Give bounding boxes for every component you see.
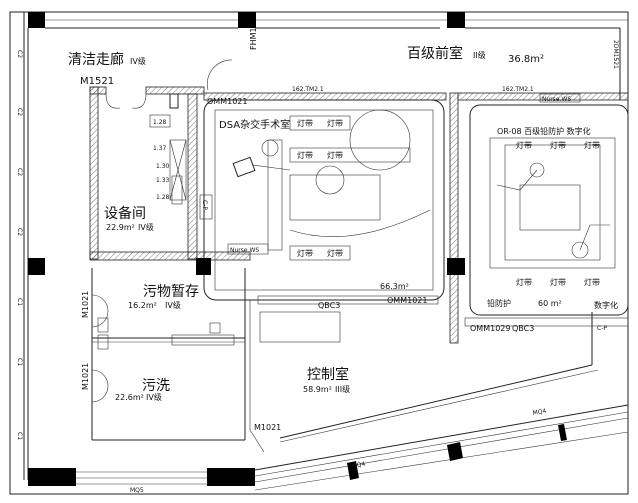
svg-text:灯带: 灯带 bbox=[550, 277, 566, 287]
or08-room: Nurse.WS 162.TM2.1 OR-08 百级铅防护 数字化 灯带 灯带… bbox=[457, 86, 629, 332]
room-labels: 清洁走廊 IV级 设备间 22.9m² IV级 百级前室 II级 36.8m² … bbox=[68, 45, 544, 402]
svg-text:铅防护: 铅防护 bbox=[487, 298, 511, 308]
svg-text:2DM1521: 2DM1521 bbox=[612, 40, 619, 69]
column bbox=[28, 258, 45, 275]
svg-text:灯带: 灯带 bbox=[516, 140, 532, 150]
svg-text:1.30: 1.30 bbox=[156, 163, 170, 170]
svg-text:灯带: 灯带 bbox=[550, 140, 566, 150]
svg-text:162.TM2.1: 162.TM2.1 bbox=[292, 86, 324, 93]
column bbox=[447, 12, 465, 28]
svg-text:M1021: M1021 bbox=[254, 423, 281, 432]
svg-text:M1521: M1521 bbox=[80, 76, 114, 87]
svg-text:QBC3: QBC3 bbox=[318, 301, 340, 310]
svg-text:66.3m²: 66.3m² bbox=[380, 282, 409, 291]
svg-text:58.9m²: 58.9m² bbox=[303, 385, 332, 394]
svg-text:22.9m²: 22.9m² bbox=[106, 223, 135, 232]
svg-text:22.6m²: 22.6m² bbox=[115, 393, 144, 402]
room-dirty-wash: 污洗 bbox=[142, 378, 170, 394]
tags: M1521 FHM1 OMM1021 OMM1021 OMM1029 2DM15… bbox=[80, 27, 619, 494]
svg-text:Nurse.WS: Nurse.WS bbox=[542, 96, 571, 103]
svg-text:Nurse.WS: Nurse.WS bbox=[230, 247, 259, 254]
column bbox=[28, 12, 45, 28]
room-control: 控制室 bbox=[307, 366, 349, 383]
svg-text:OR-08 百级铅防护 数字化: OR-08 百级铅防护 数字化 bbox=[497, 126, 591, 136]
svg-text:C2: C2 bbox=[16, 168, 23, 176]
svg-text:1.28: 1.28 bbox=[156, 194, 170, 201]
svg-text:II级: II级 bbox=[473, 50, 486, 60]
lower-rooms bbox=[91, 268, 341, 453]
svg-text:M1021: M1021 bbox=[81, 363, 90, 390]
svg-text:IV级: IV级 bbox=[138, 222, 154, 232]
svg-text:OMM1021: OMM1021 bbox=[387, 296, 427, 305]
svg-text:FHM1: FHM1 bbox=[249, 27, 258, 50]
svg-text:IV级: IV级 bbox=[165, 300, 181, 310]
column bbox=[28, 468, 76, 486]
svg-text:灯带: 灯带 bbox=[327, 248, 343, 258]
partition-wall bbox=[449, 92, 459, 344]
svg-text:数字化: 数字化 bbox=[594, 300, 618, 310]
svg-text:灯带: 灯带 bbox=[584, 140, 600, 150]
svg-text:灯带: 灯带 bbox=[297, 150, 313, 160]
svg-text:1.37: 1.37 bbox=[153, 145, 167, 152]
dsa-room: Nurse.WS C-P DSA杂交手术室 灯带 灯带 灯带 灯带 灯带 灯带 … bbox=[199, 86, 447, 305]
column bbox=[238, 12, 256, 28]
column bbox=[196, 258, 211, 275]
svg-text:60 m²: 60 m² bbox=[538, 299, 562, 308]
equipment-room: 1.28 1.37 1.30 1.33 1.28 bbox=[89, 86, 251, 261]
svg-text:III级: III级 bbox=[335, 384, 350, 394]
column-labels: C2 C2 C2 C2 C1 C1 C1 bbox=[16, 50, 23, 440]
column bbox=[207, 468, 255, 486]
svg-text:1.33: 1.33 bbox=[156, 177, 170, 184]
svg-text:MQ4: MQ4 bbox=[351, 461, 366, 470]
svg-text:IV级: IV级 bbox=[146, 392, 162, 402]
room-dirty-storage: 污物暂存 bbox=[143, 284, 199, 300]
svg-text:OMM1021: OMM1021 bbox=[207, 97, 247, 106]
svg-text:灯带: 灯带 bbox=[327, 118, 343, 128]
svg-text:C-P: C-P bbox=[201, 200, 208, 210]
svg-text:1.28: 1.28 bbox=[153, 119, 167, 126]
svg-text:16.2m²: 16.2m² bbox=[128, 301, 157, 310]
room-equipment: 设备间 bbox=[104, 205, 146, 222]
svg-text:MQ4: MQ4 bbox=[532, 408, 547, 417]
svg-text:QBC3: QBC3 bbox=[512, 324, 534, 333]
svg-text:C2: C2 bbox=[16, 108, 23, 116]
svg-text:M1021: M1021 bbox=[81, 291, 90, 318]
svg-text:162.TM2.1: 162.TM2.1 bbox=[502, 86, 534, 93]
svg-text:C2: C2 bbox=[16, 228, 23, 236]
svg-text:IV级: IV级 bbox=[130, 56, 146, 66]
room-clean-corridor: 清洁走廊 bbox=[68, 51, 124, 68]
column bbox=[447, 258, 465, 275]
svg-text:36.8m²: 36.8m² bbox=[508, 54, 544, 65]
room-anteroom: 百级前室 bbox=[407, 45, 463, 62]
svg-text:C2: C2 bbox=[16, 50, 23, 58]
svg-text:DSA杂交手术室: DSA杂交手术室 bbox=[219, 118, 290, 131]
svg-text:OMM1029: OMM1029 bbox=[470, 324, 510, 333]
svg-text:灯带: 灯带 bbox=[584, 277, 600, 287]
svg-text:灯带: 灯带 bbox=[297, 118, 313, 128]
svg-text:C1: C1 bbox=[16, 432, 23, 440]
outer-walls bbox=[9, 11, 629, 495]
svg-text:C1: C1 bbox=[16, 298, 23, 306]
svg-text:C1: C1 bbox=[16, 358, 23, 366]
svg-text:灯带: 灯带 bbox=[297, 248, 313, 258]
svg-text:灯带: 灯带 bbox=[327, 150, 343, 160]
svg-text:MQ5: MQ5 bbox=[130, 487, 144, 494]
svg-text:灯带: 灯带 bbox=[516, 277, 532, 287]
svg-text:C-P: C-P bbox=[597, 325, 607, 332]
